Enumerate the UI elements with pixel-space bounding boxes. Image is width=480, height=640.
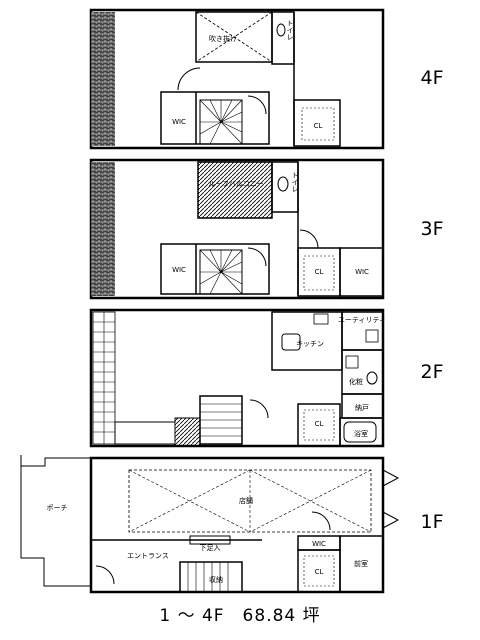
kitchen-label: キッチン xyxy=(296,340,324,348)
floor-label-1f: 1F xyxy=(420,511,443,533)
floor-4f: 吹き抜け トイレ WIC CL xyxy=(89,8,385,150)
closet-2f xyxy=(297,403,341,447)
brick-wall-3f xyxy=(91,162,115,296)
closet-label-3f: CL xyxy=(315,268,324,276)
porch-label: ポーチ xyxy=(47,504,68,512)
entry-door-2 xyxy=(382,511,400,529)
balcony-stairs xyxy=(197,161,273,219)
powder-label: 化粧 xyxy=(349,377,363,386)
shoe-label: 下足入 xyxy=(200,544,221,552)
toilet-label-3f: トイレ xyxy=(291,172,299,193)
landing-2f xyxy=(174,417,201,447)
exterior-wall-1f xyxy=(89,456,385,594)
wic-label-3f: WIC xyxy=(172,266,186,274)
balcony-label: ルーフバルコニー xyxy=(208,180,263,188)
closet-4f xyxy=(293,99,341,147)
entry-door-1 xyxy=(382,469,400,487)
storage-label-1f: 収納 xyxy=(209,575,223,584)
porch-outline xyxy=(20,455,91,587)
front-room-label: 前室 xyxy=(354,559,368,568)
closet-label-4f: CL xyxy=(314,122,323,130)
total-area-caption: 1 ～ 4F 68.84 坪 xyxy=(159,606,321,626)
floor-2f: キッチン ユーティリティ 化粧 納戸 浴室 CL xyxy=(89,308,386,448)
utility-label: ユーティリティ xyxy=(338,316,386,324)
brick-wall-4f xyxy=(91,12,115,146)
spiral-stairs-4f xyxy=(199,99,243,145)
powder-room xyxy=(341,349,384,395)
wic-right-3f xyxy=(339,247,384,297)
door-swing-4f xyxy=(177,67,201,91)
stairs-2f xyxy=(199,395,243,445)
door-swing-3f xyxy=(299,229,319,249)
storage-shelf-2f xyxy=(114,421,176,445)
wic-label-4f: WIC xyxy=(172,118,186,126)
wic-right-label-3f: WIC xyxy=(355,268,369,276)
toilet-fixture-icon xyxy=(276,23,286,37)
floor-label-4f: 4F xyxy=(420,67,443,89)
studio-label: 店舗 xyxy=(239,496,253,505)
spiral-stairs-3f xyxy=(199,249,243,295)
floor-label-3f: 3F xyxy=(420,218,443,240)
studio-floor xyxy=(128,469,372,533)
door-swing-core-3f xyxy=(247,247,267,267)
void-label: 吹き抜け xyxy=(209,34,237,43)
exterior-wall-2f xyxy=(89,308,385,448)
bath-label: 浴室 xyxy=(354,429,368,438)
shoe-cabinet xyxy=(189,535,231,545)
door-swing-core-4f xyxy=(247,95,267,115)
closet-label-2f: CL xyxy=(315,420,324,428)
floor-3f: ルーフバルコニー トイレ WIC CL WIC xyxy=(89,158,385,300)
exterior-wall-4f xyxy=(89,8,385,150)
floor-1f: ポーチ 店舗 エントランス 下足入 収納 WIC CL 前室 xyxy=(20,455,400,594)
front-room xyxy=(339,535,384,593)
toilet-fixture-icon-3f xyxy=(277,176,289,192)
closet-label-1f: CL xyxy=(315,568,324,576)
stairs-1f xyxy=(179,561,243,593)
storage-label-2f: 納戸 xyxy=(355,403,369,412)
floor-label-2f: 2F xyxy=(420,361,443,383)
wic-label-1f: WIC xyxy=(312,540,326,548)
entrance-label: エントランス xyxy=(127,552,169,560)
toilet-label-4f: トイレ xyxy=(286,20,294,41)
